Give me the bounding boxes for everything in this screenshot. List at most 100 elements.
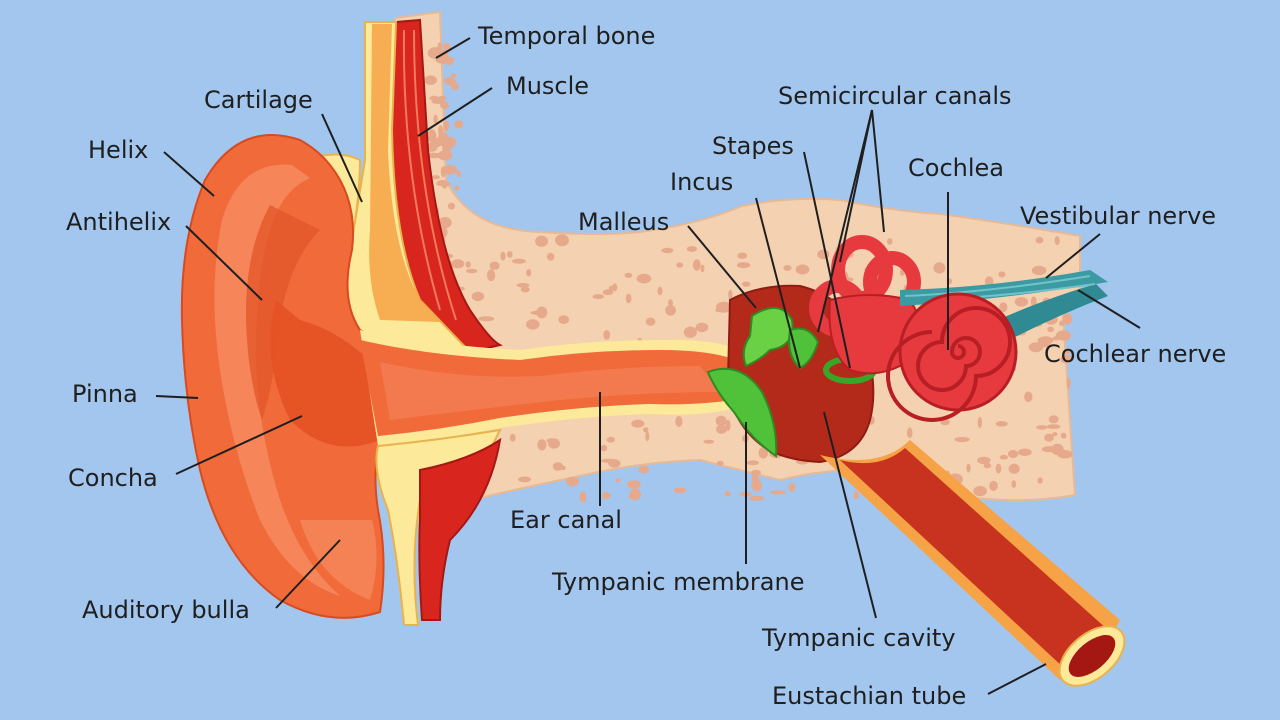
muscle-fibers [402,29,457,321]
bone-pore [608,285,614,291]
bone-pore [683,326,697,338]
ear-canal [360,330,760,446]
leader-incus [755,197,801,369]
bone-pore [643,427,649,433]
bone-pore [1007,449,1019,459]
bone-pore [645,431,650,442]
leader-tympanic-cavity [823,411,877,619]
bone-pore [433,114,438,124]
bone-pore [443,136,457,147]
label-tympanic-cavity: Tympanic cavity [761,624,956,652]
bone-pore [516,283,530,288]
bone-pore [443,120,450,131]
bone-pore [736,262,751,269]
bone-pore [676,262,684,268]
bone-pore [1041,446,1058,453]
label-cartilage: Cartilage [204,86,313,114]
bone-pore [977,416,982,429]
leader-semicircular-canals-2 [817,109,873,333]
bone-pore [703,439,715,444]
bone-pore [466,268,478,274]
label-cochlear-nerve: Cochlear nerve [1044,340,1226,368]
label-concha: Concha [68,464,158,492]
leader-helix [163,151,215,197]
bone-pore [977,456,991,465]
bone-pore [450,73,457,78]
bone-pore [465,261,471,268]
bone-pore [954,436,970,443]
bone-pore [788,483,796,492]
bone-pore [518,476,532,483]
bone-pore [1059,320,1065,327]
bone-pore [442,42,451,50]
bone-pore [724,491,731,497]
bone-pore [440,101,449,110]
leader-semicircular-canals-3 [871,109,885,233]
bone-pore [443,77,456,83]
bone-pore [1047,326,1054,332]
label-cochlea: Cochlea [908,154,1004,182]
leader-lines [155,37,1141,695]
bone-pore [600,444,608,452]
leader-stapes [803,151,851,369]
bone-pore [625,293,632,304]
label-temporal-bone: Temporal bone [477,22,655,50]
bone-pore [537,439,547,451]
leader-malleus [687,225,757,309]
bone-pore [628,494,638,500]
bone-pore [1062,313,1073,325]
leader-auditory-bulla [275,539,341,609]
incus [788,327,820,370]
bone-pore [560,465,566,471]
bone-pore [506,251,513,258]
cochlea-spiral [886,306,1012,422]
bone-pore [817,249,830,260]
bone-pore [555,234,569,247]
bone-pore [749,495,765,501]
bone-pore [509,433,516,442]
bone-pore [602,492,611,500]
bone-pore [692,259,701,271]
bone-pore [1048,415,1059,424]
bone-pore [447,202,456,210]
leader-eustachian-tube [987,663,1047,695]
label-incus: Incus [670,168,733,196]
bone-pore [437,150,453,161]
bone-pore [933,262,946,274]
bone-pore [454,120,464,129]
bone-pore [995,463,1002,474]
label-stapes: Stapes [712,132,794,160]
bone-pore [795,264,810,275]
leader-antihelix [185,225,263,301]
bone-pore [906,427,913,439]
pinna [180,134,421,619]
bone-pore [716,424,727,434]
leader-muscle [417,87,493,137]
tympanic-membrane [706,367,778,458]
bone-pore [603,330,611,340]
bone-pore [1037,336,1054,345]
bone-pore [566,476,579,487]
bone-pore [737,252,748,259]
bone-pore [995,421,1008,427]
lower-muscle [418,437,502,621]
bone-pore [546,438,559,444]
bone-pore [668,299,673,307]
bone-pore [1057,449,1073,459]
bone-pore [526,269,532,277]
label-eustachian-tube: Eustachian tube [772,682,966,710]
leader-pinna [155,395,199,399]
bone-pore [437,42,443,53]
cochlea [886,292,1018,422]
bone-pore [489,261,500,270]
bone-pore [1014,297,1029,307]
bone-pore [1066,377,1071,389]
bone-pore [657,286,663,296]
bone-pore [853,490,859,500]
bone-pore [725,419,731,432]
leader-cochlear-nerve [1077,289,1141,329]
bone-pore [989,480,998,491]
bone-pore [686,246,698,252]
label-ear-canal: Ear canal [510,506,622,534]
bone-pore [500,251,506,261]
